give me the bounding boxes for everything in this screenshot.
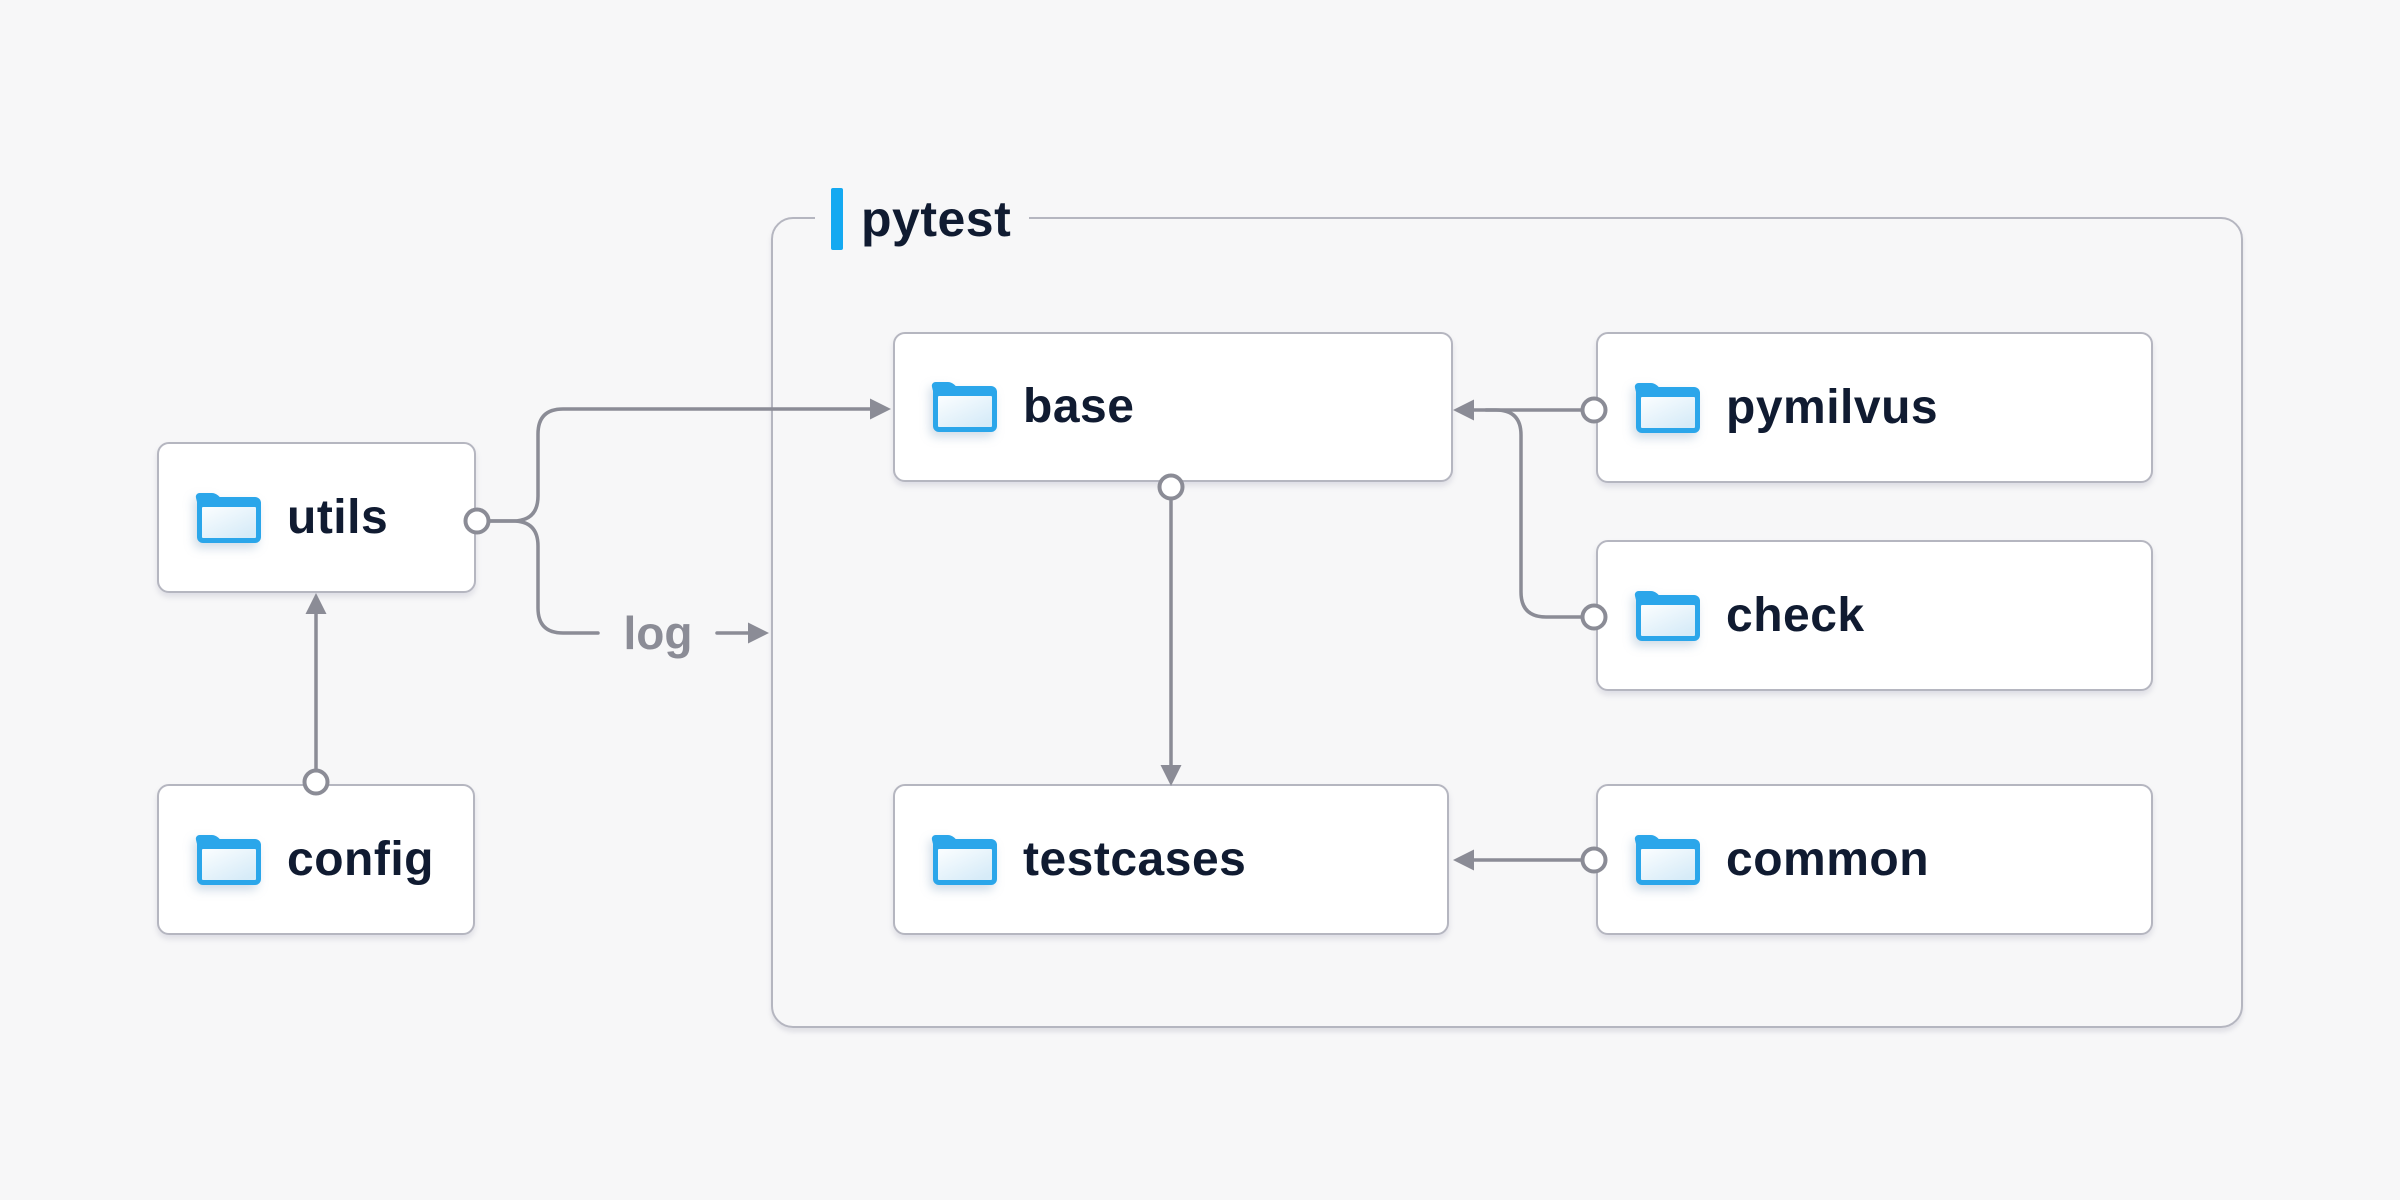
arrowhead-log-pytest [748, 622, 769, 644]
pytest-group-label: pytest [815, 187, 1030, 251]
node-pymilvus: pymilvus [1596, 332, 2153, 483]
pytest-group-title: pytest [861, 191, 1012, 247]
node-utils-label: utils [287, 490, 389, 544]
node-common-label: common [1726, 832, 1930, 886]
node-config-label: config [287, 832, 434, 886]
folder-icon [1633, 834, 1700, 885]
pytest-group-container: pytest [771, 187, 2243, 1028]
folder-icon [930, 834, 997, 885]
edge-utils-log [487, 519, 600, 635]
accent-bar [831, 188, 843, 250]
node-base-label: base [1023, 380, 1135, 433]
folder-icon [930, 382, 997, 432]
folder-icon [1633, 590, 1700, 641]
node-base: base [893, 332, 1453, 482]
node-testcases: testcases [893, 784, 1449, 935]
folder-icon [194, 834, 261, 885]
node-common: common [1596, 784, 2153, 935]
node-config: config [157, 784, 475, 935]
node-check-label: check [1726, 588, 1865, 642]
node-pymilvus-label: pymilvus [1726, 380, 1939, 434]
folder-icon [1633, 382, 1700, 433]
node-utils: utils [157, 442, 476, 593]
node-testcases-label: testcases [1023, 832, 1247, 886]
edge-label-log: log [623, 607, 693, 659]
folder-icon [194, 492, 261, 543]
node-check: check [1596, 540, 2153, 691]
arrowhead-config-utils [305, 593, 327, 614]
